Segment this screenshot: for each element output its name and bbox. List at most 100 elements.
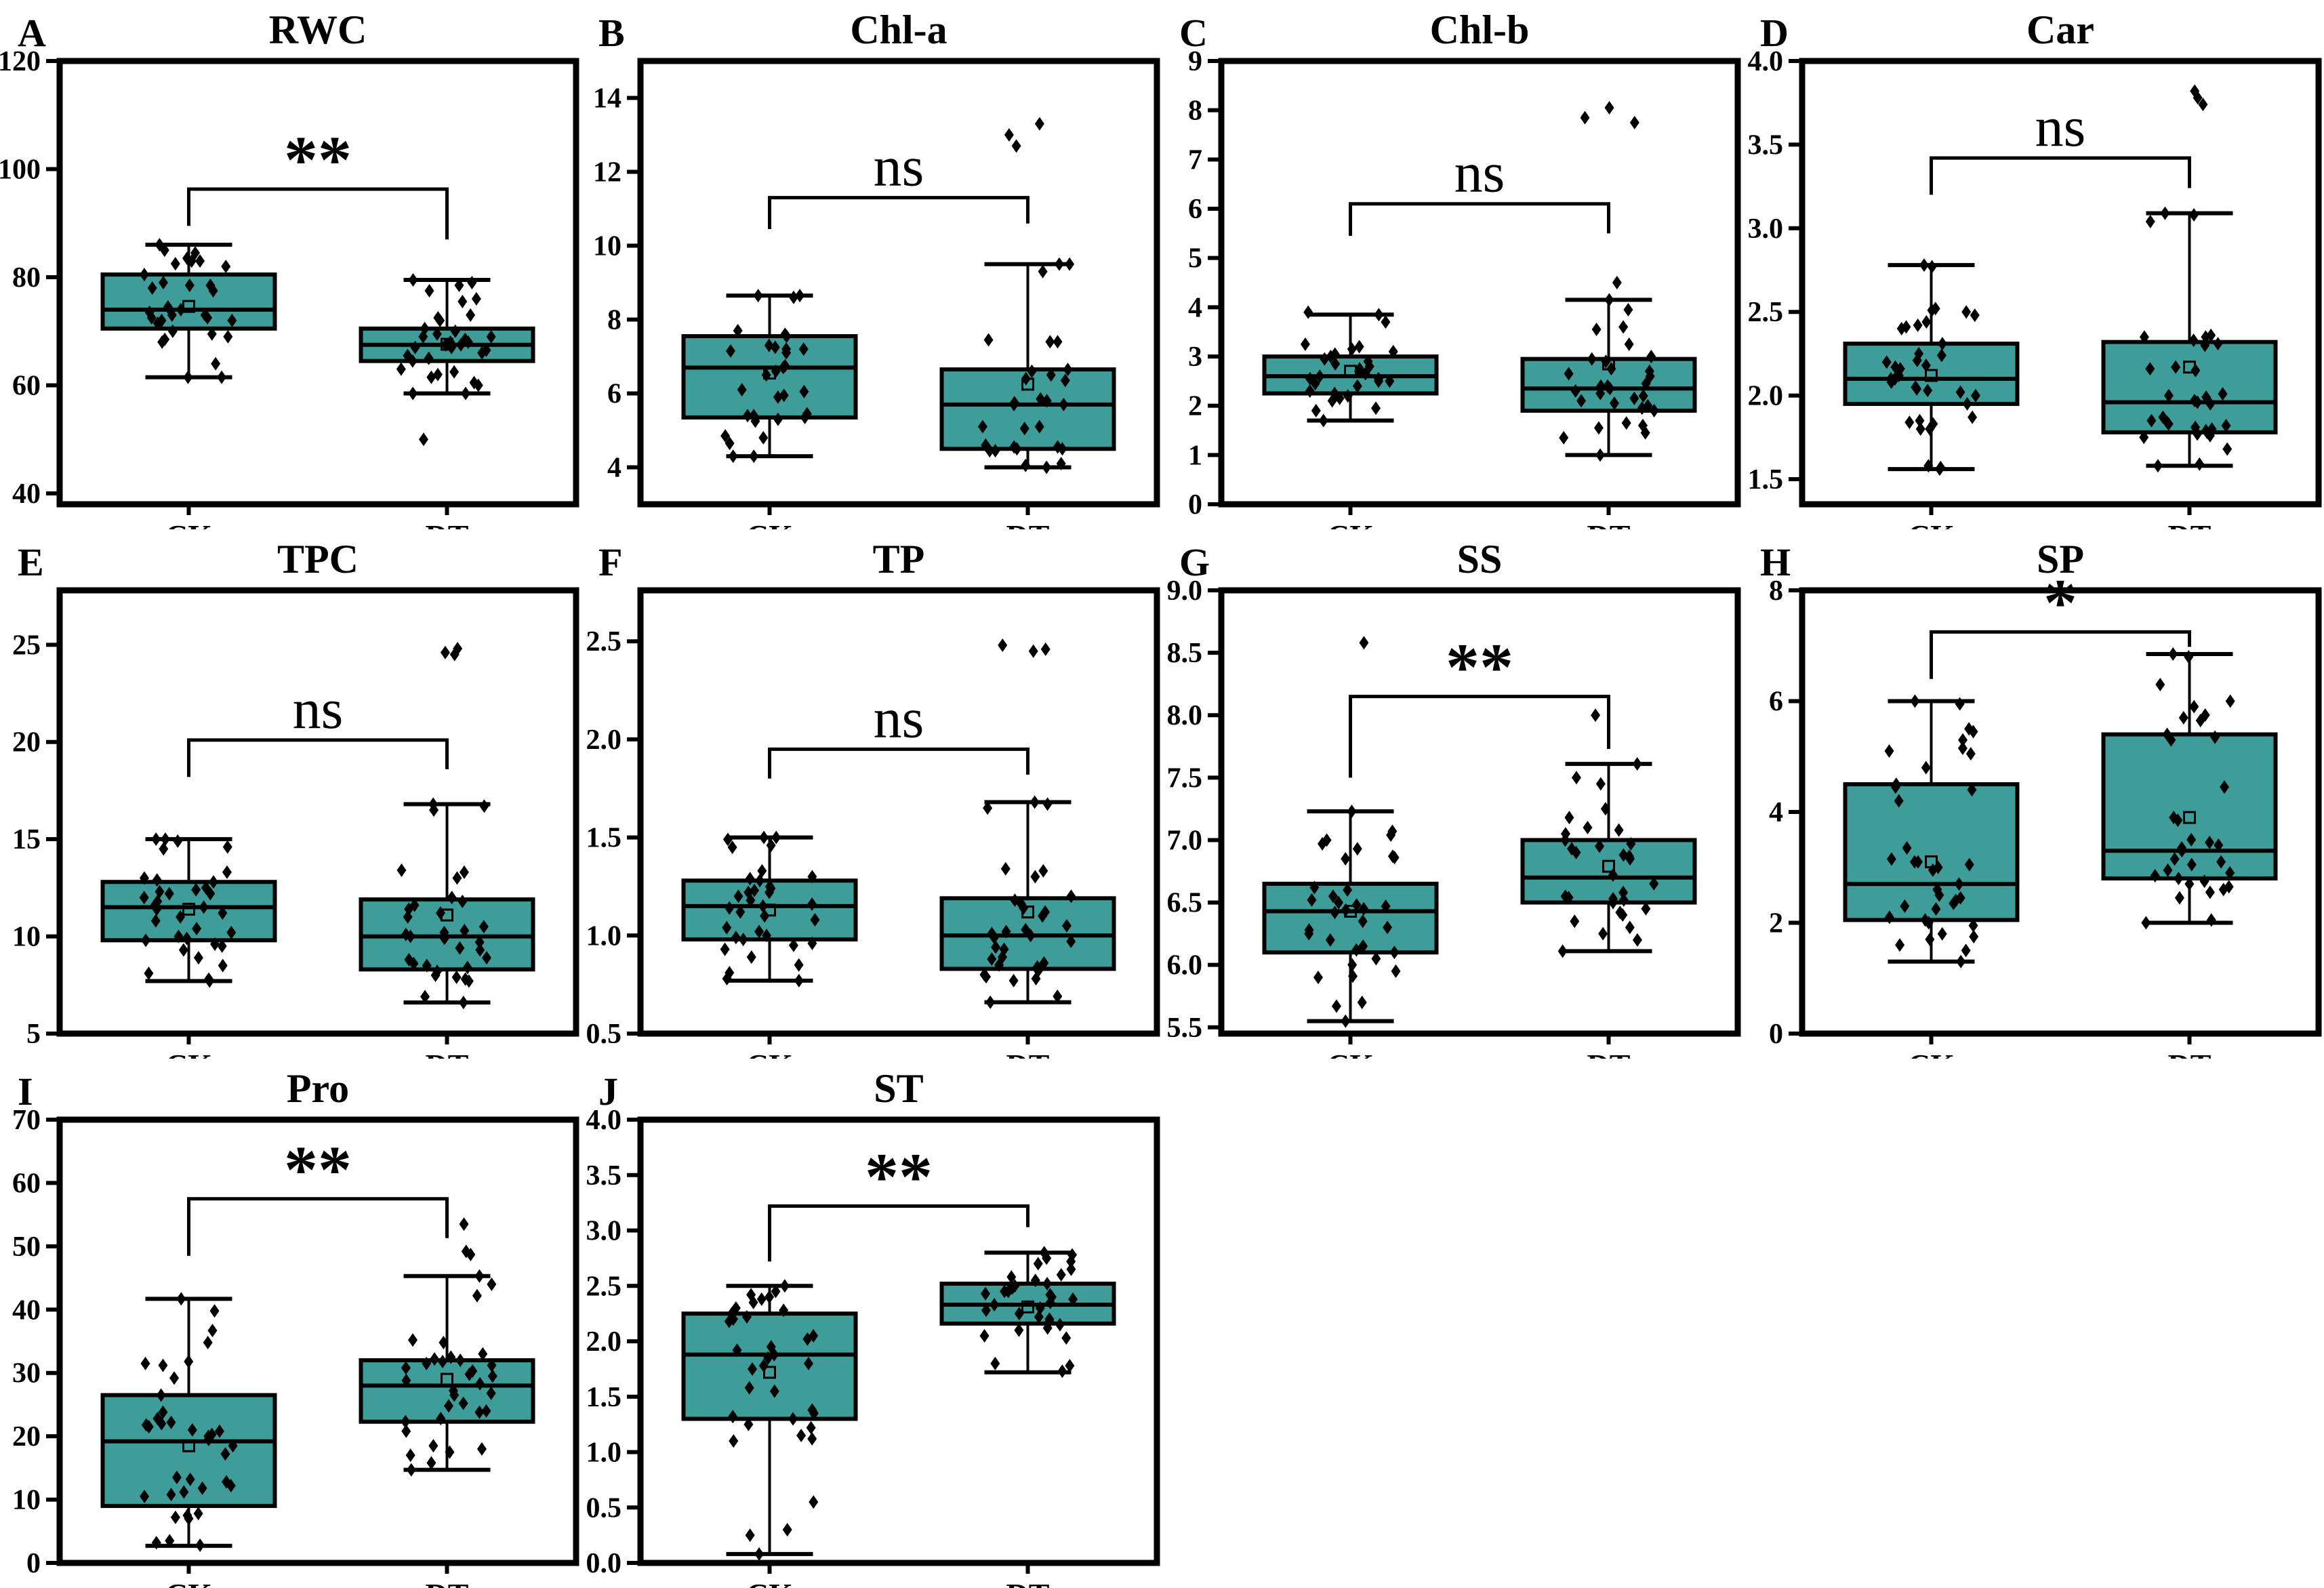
data-point-diamond	[1629, 391, 1639, 405]
data-point-diamond	[482, 951, 492, 965]
data-point-diamond	[2150, 869, 2160, 883]
data-point-diamond	[1927, 260, 1937, 274]
data-point-diamond	[1649, 876, 1659, 891]
data-point-diamond	[221, 260, 231, 274]
data-point-diamond	[424, 351, 434, 365]
data-point-diamond	[1045, 1295, 1055, 1309]
data-point-diamond	[1895, 362, 1905, 376]
data-point-diamond	[1330, 905, 1340, 920]
data-point-diamond	[1357, 995, 1367, 1009]
data-point-diamond	[222, 840, 232, 854]
data-point-diamond	[467, 276, 477, 289]
data-point-diamond	[1066, 889, 1076, 903]
data-point-diamond	[197, 1481, 207, 1495]
data-point-diamond	[782, 1522, 792, 1536]
box-DT	[2101, 732, 2278, 881]
data-point-diamond	[1025, 929, 1036, 943]
data-point-diamond	[199, 900, 209, 914]
data-point-diamond	[1884, 910, 1894, 924]
data-point-diamond	[1061, 1331, 1072, 1345]
y-tick-label: 2.5	[586, 1271, 622, 1302]
box-DT	[2101, 340, 2278, 434]
y-tick-label: 6.0	[1167, 950, 1203, 981]
data-point-diamond	[1570, 914, 1580, 929]
data-point-diamond	[439, 1335, 449, 1349]
data-point-diamond	[2205, 396, 2216, 411]
data-point-diamond	[165, 1534, 175, 1548]
data-point-diamond	[1360, 367, 1370, 381]
panel-svg-I: IPro010203040506070CKDT**	[12, 1066, 579, 1588]
data-point-diamond	[218, 906, 228, 920]
data-point-diamond	[981, 1303, 991, 1318]
mean-square-marker	[1925, 855, 1938, 869]
x-tick-label-DT: DT	[426, 1577, 469, 1588]
data-point-diamond	[422, 958, 432, 973]
panel-letter: F	[598, 540, 622, 584]
data-point-diamond	[725, 901, 735, 915]
data-point-diamond	[151, 832, 161, 847]
data-point-diamond	[1625, 852, 1635, 866]
data-point-diamond	[2218, 882, 2228, 897]
y-tick-label: 8	[1769, 575, 1783, 607]
mean-square-marker	[182, 1439, 195, 1452]
data-point-diamond	[449, 1388, 460, 1402]
panel-title: Chl-a	[850, 7, 947, 52]
data-point-diamond	[401, 1414, 411, 1429]
data-point-diamond	[1964, 722, 1974, 736]
data-point-diamond	[140, 1356, 150, 1370]
data-point-diamond	[1008, 973, 1019, 988]
data-point-diamond	[1593, 421, 1604, 435]
data-point-diamond	[217, 370, 227, 384]
data-point-diamond	[762, 929, 772, 943]
data-point-diamond	[1910, 694, 1920, 708]
data-point-diamond	[2205, 428, 2215, 443]
plot-frame	[56, 587, 579, 1037]
data-point-diamond	[1970, 388, 1980, 403]
data-point-diamond	[2190, 420, 2201, 434]
data-point-diamond	[738, 933, 748, 947]
x-tick-label-DT: DT	[1006, 1577, 1050, 1588]
data-point-diamond	[1955, 697, 1965, 711]
data-point-diamond	[1042, 394, 1052, 408]
panel-title: TPC	[277, 537, 359, 582]
data-point-diamond	[160, 832, 170, 847]
data-point-diamond	[182, 931, 192, 945]
data-point-diamond	[1961, 943, 1971, 958]
significance-bracket	[1930, 630, 2191, 679]
data-point-diamond	[2139, 430, 2149, 445]
data-point-diamond	[1006, 1270, 1017, 1284]
data-point-diamond	[1065, 1358, 1075, 1372]
significance-label: ns	[293, 678, 344, 741]
data-point-diamond	[1934, 888, 1944, 902]
data-point-diamond	[463, 335, 473, 349]
data-point-diamond	[1042, 1251, 1052, 1265]
outlier-diamond	[1604, 101, 1614, 115]
data-point-diamond	[1955, 385, 1965, 399]
data-point-diamond	[151, 1536, 161, 1550]
data-point-diamond	[1315, 369, 1325, 384]
data-point-diamond	[1348, 969, 1358, 983]
significance-label: ns	[874, 687, 924, 750]
data-point-diamond	[140, 1489, 150, 1503]
data-point-diamond	[179, 1485, 189, 1499]
y-tick-label: 9	[1188, 46, 1202, 77]
data-point-diamond	[1937, 337, 1947, 351]
x-tick-label-DT: DT	[2168, 518, 2211, 529]
data-point-diamond	[758, 1358, 769, 1372]
data-point-diamond	[807, 870, 817, 884]
data-point-diamond	[214, 1424, 224, 1438]
data-point-diamond	[152, 316, 163, 330]
y-tick-label: 20	[12, 1421, 41, 1452]
data-point-diamond	[1313, 971, 1323, 985]
data-point-diamond	[207, 1324, 218, 1338]
data-point-diamond	[2225, 694, 2235, 708]
significance-bracket	[1349, 202, 1610, 236]
data-point-diamond	[977, 420, 987, 434]
data-point-diamond	[2177, 844, 2187, 858]
outlier-diamond	[998, 638, 1008, 653]
y-tick-label: 6.5	[1167, 888, 1203, 919]
data-point-diamond	[765, 885, 775, 899]
data-point-diamond	[139, 268, 149, 282]
data-point-diamond	[1374, 308, 1384, 322]
data-point-diamond	[452, 871, 462, 885]
